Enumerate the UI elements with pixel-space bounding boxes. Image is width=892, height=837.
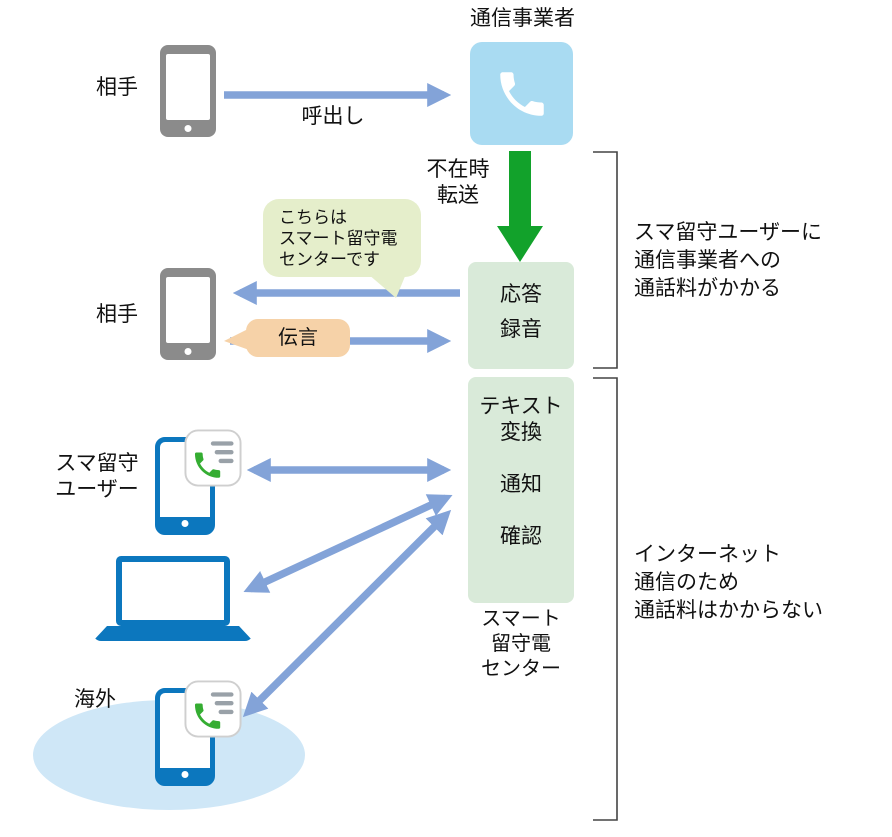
process-box: テキスト 変換 通知 確認 xyxy=(468,377,574,603)
note-top: スマ留守ユーザーに 通信事業者への 通話料がかかる xyxy=(634,221,822,300)
message-bubble-tail xyxy=(224,327,252,351)
answer-box: 応答 録音 xyxy=(468,262,574,369)
laptop-base xyxy=(93,626,253,641)
overseas-sync-arrow xyxy=(242,509,452,718)
phone-home-dot xyxy=(184,125,192,132)
laptop-icon xyxy=(93,556,253,641)
forward-arrow-label: 不在時 転送 xyxy=(426,158,490,207)
user-label: スマ留守 ユーザー xyxy=(55,452,139,501)
phone-home-dot xyxy=(184,348,192,355)
phone-home-dot xyxy=(181,771,189,778)
forward-arrow xyxy=(497,151,543,262)
phone-screen xyxy=(166,54,210,120)
greeting-bubble: こちらは スマート留守電 センターです xyxy=(263,199,421,277)
caller-top-phone-icon xyxy=(160,45,216,137)
smart-voicemail-app-icon xyxy=(184,680,242,738)
phone-home-dot xyxy=(181,520,189,527)
bracket-top xyxy=(593,151,618,369)
greeting-bubble-tail xyxy=(368,274,406,298)
smart-voicemail-app-icon xyxy=(184,429,242,487)
note-bottom: インターネット 通信のため 通話料はかからない xyxy=(634,543,823,622)
center-caption: スマート 留守電 センター xyxy=(481,608,561,680)
bracket-bottom xyxy=(593,377,618,821)
caller-top-label: 相手 xyxy=(96,76,138,99)
phone-screen xyxy=(166,277,210,343)
message-bubble: 伝言 xyxy=(246,319,350,357)
carrier-title: 通信事業者 xyxy=(470,7,575,30)
caller-mid-phone-icon xyxy=(160,268,216,360)
carrier-node xyxy=(470,42,573,145)
phone-handset-icon xyxy=(499,71,544,116)
laptop-screen xyxy=(116,556,230,626)
call-arrow-label: 呼出し xyxy=(301,105,365,128)
caller-mid-label: 相手 xyxy=(96,303,138,326)
overseas-label: 海外 xyxy=(74,688,116,711)
